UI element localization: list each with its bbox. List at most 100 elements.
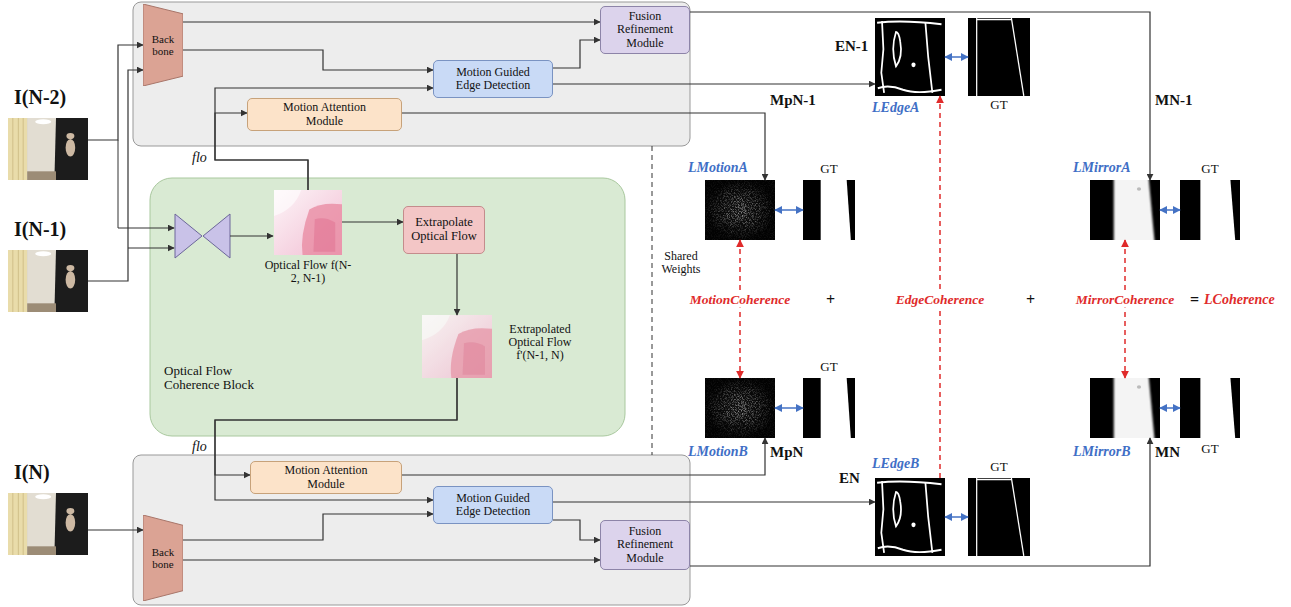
mirror-picture (1090, 180, 1160, 240)
node-heading: I(N-2) (14, 86, 66, 108)
optical-flow-image: Optical Flow f(N-2, N-1) (274, 190, 342, 255)
ground-truth-map: GT (968, 18, 1030, 96)
mask-gt-picture (803, 378, 855, 438)
coherence-label: EdgeCoherence (894, 293, 987, 308)
loss-label: LEdgeB (872, 456, 919, 471)
optical-flow-picture (274, 190, 342, 255)
loss-label: LMirrorA (1073, 160, 1131, 175)
label-slot: GT (968, 98, 1030, 112)
branch-panel (133, 455, 690, 605)
input-wire (128, 248, 174, 249)
label-slot: + (1026, 291, 1035, 309)
coherence-arrow (1124, 240, 1126, 378)
node-heading: MN-1 (1155, 92, 1193, 109)
operator-symbol: + (826, 291, 835, 309)
label-slot: LMotionA (688, 160, 748, 175)
edge-picture (875, 18, 945, 96)
label-slot: = (1190, 291, 1199, 309)
loss-label: LEdgeA (872, 100, 919, 115)
input-photo (8, 493, 88, 555)
backbone-outline (143, 515, 183, 601)
node-heading: GT (1180, 162, 1240, 176)
mirror-picture (1090, 378, 1160, 438)
loss-arrow (945, 516, 968, 518)
node-label: Motion Guided Edge Detection (443, 66, 543, 92)
label-slot: MotionCoherence (688, 293, 793, 308)
node-label: Extrapolate Optical Flow (406, 216, 482, 244)
node-heading: MpN (770, 444, 803, 461)
flow-arrow (553, 501, 875, 502)
label-slot: I(N-2) (14, 86, 66, 108)
coherence-label: MirrorCoherence (1074, 293, 1176, 308)
ground-truth-map: GT (1180, 378, 1240, 438)
loss-label: LMirrorB (1073, 444, 1131, 459)
mask-gt-picture (803, 180, 855, 240)
divider-line (652, 146, 653, 455)
label-slot: MN (1155, 444, 1180, 461)
node-heading: Optical Flow Coherence Block (164, 364, 279, 393)
flow-arrow (342, 221, 403, 222)
fusion-module: Fusion Refinement Module (600, 6, 690, 54)
label-slot: LCoherence (1204, 292, 1275, 307)
flow-arrow (690, 438, 1150, 566)
edge-detection-module: Motion Guided Edge Detection (433, 486, 553, 524)
label-slot: flo (192, 440, 207, 454)
label-slot: Extrapolated Optical Flow f'(N-1, N) (498, 323, 582, 363)
node-heading: GT (803, 162, 855, 176)
loss-label: LCoherence (1204, 292, 1275, 307)
fusion-module: Fusion Refinement Module (600, 520, 690, 570)
label-slot: MN-1 (1155, 92, 1193, 109)
label-slot: LMirrorB (1073, 444, 1131, 459)
note-label: Shared Weights (656, 250, 706, 276)
branch-panel (133, 2, 690, 146)
attention-module: Motion Attention Module (247, 98, 402, 131)
ground-truth-map: GT (803, 378, 855, 438)
input-photo (8, 118, 88, 180)
flow-arrow (690, 12, 1150, 180)
node-heading: MpN-1 (770, 92, 816, 109)
attention-module: Motion Attention Module (250, 461, 402, 494)
flow-arrow (553, 40, 600, 68)
label-slot: Optical Flow Coherence Block (164, 364, 279, 393)
flow-label: flo (192, 440, 207, 454)
motion-map: MpN (705, 378, 775, 438)
node-heading: Extrapolated Optical Flow f'(N-1, N) (498, 323, 582, 363)
flow-arrow (88, 70, 143, 281)
mask-gt-picture (1180, 378, 1240, 438)
node-label: Back bone (146, 33, 180, 57)
label-slot: flo (192, 151, 207, 165)
label-slot: EdgeCoherence (894, 293, 987, 308)
backbone-outline (143, 4, 183, 86)
node-heading: GT (803, 360, 855, 374)
label-slot: Shared Weights (656, 250, 706, 276)
node-label: Fusion Refinement Module (605, 525, 685, 565)
edge-picture (875, 478, 945, 556)
node-heading: Optical Flow f(N-2, N-1) (263, 259, 353, 285)
motion-picture (705, 378, 775, 438)
coherence-block: Optical Flow Coherence Block Optical Flow… (150, 178, 625, 436)
flow-arrow (183, 50, 433, 70)
flow-arrow (402, 438, 765, 475)
loss-arrow (775, 209, 803, 211)
label-slot: I(N-1) (14, 218, 66, 240)
flow-arrow (88, 45, 143, 140)
operator-symbol: + (1026, 291, 1035, 309)
flow-arrow (183, 514, 433, 540)
input-photo (8, 250, 88, 312)
edge-gt-picture (968, 478, 1030, 556)
node-label: Motion Guided Edge Detection (443, 492, 543, 518)
loss-label: LMotionA (688, 160, 748, 175)
input-frame: I(N) (8, 493, 88, 555)
flow-network-symbol (203, 214, 230, 258)
coherence-block-fill (150, 178, 625, 436)
input-frame: I(N-2) (8, 118, 88, 180)
backbone-block: Back bone (143, 4, 183, 86)
loss-arrow (1160, 209, 1180, 211)
node-label: Motion Attention Module (272, 101, 377, 127)
node-label: Motion Attention Module (274, 464, 379, 490)
ground-truth-map: GT (1180, 180, 1240, 240)
node-heading: I(N-1) (14, 218, 66, 240)
label-slot: + (826, 291, 835, 309)
optical-flow-picture (422, 315, 492, 378)
ground-truth-map: GT (803, 180, 855, 240)
